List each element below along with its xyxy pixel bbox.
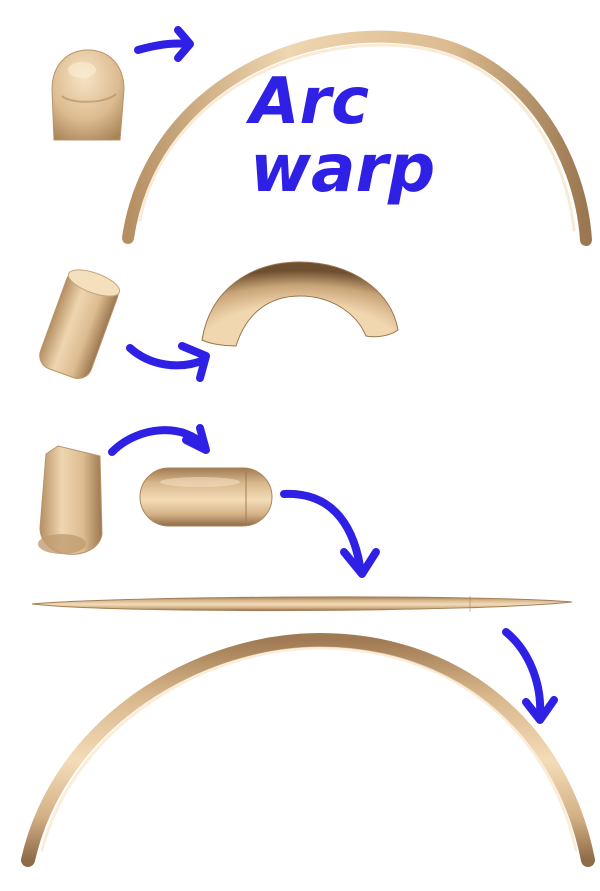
label-line-arc: Arc bbox=[250, 70, 470, 134]
arrow-cap-to-arc bbox=[138, 30, 190, 58]
wide-arc-highlight bbox=[42, 648, 576, 850]
long-rod bbox=[32, 596, 572, 612]
wide-arc bbox=[28, 640, 588, 860]
arrow-cut-cylinder-to-capsule bbox=[112, 428, 206, 452]
capsule bbox=[140, 468, 272, 526]
arrow-cylinder-to-half-ring bbox=[130, 346, 206, 378]
label-line-warp: warp bbox=[250, 134, 470, 204]
cut-cylinder bbox=[38, 446, 102, 554]
tilted-cylinder bbox=[36, 264, 123, 382]
handwritten-label: Arc warp bbox=[250, 70, 470, 204]
arrow-capsule-to-rod bbox=[284, 494, 376, 574]
rounded-cap bbox=[52, 50, 124, 140]
half-ring bbox=[202, 262, 398, 346]
